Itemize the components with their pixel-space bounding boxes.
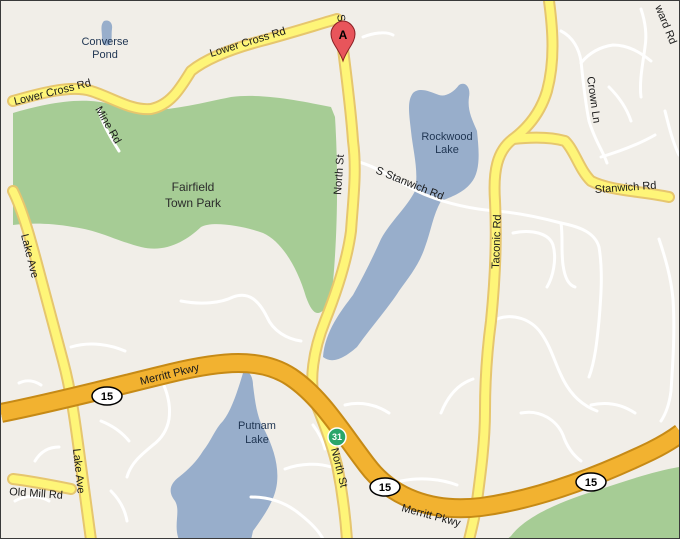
rockwood-lake [323,83,479,361]
svg-text:31: 31 [332,432,342,442]
putnam-lake-label-line2: Lake [245,434,269,446]
svg-text:15: 15 [585,477,597,489]
fairfield-town-park [13,95,338,313]
route-15-shield-left: 15 [91,386,123,406]
park-label-line1: Fairfield [172,180,215,194]
park-label-line2: Town Park [165,196,222,210]
park-patch-bottom-right [508,467,679,538]
converse-pond [101,20,113,46]
marker-label: A [339,28,348,42]
converse-pond-label-line2: Pond [92,49,118,61]
road-label-stanwich: Stanwich Rd [594,180,656,196]
road-label-lake-ave-bottom: Lake Ave [70,448,87,494]
marker-pin-icon[interactable] [330,20,356,63]
merritt-parkway [1,353,679,519]
road-label-north-st-top: North St [332,154,347,195]
main-roads [7,1,675,538]
route-31-marker: 31 [327,427,347,447]
converse-pond-label-line1: Converse [81,36,128,48]
rockwood-lake-label-line2: Lake [435,144,459,156]
svg-text:15: 15 [101,391,113,403]
location-marker-a[interactable]: A [330,20,356,63]
svg-text:15: 15 [379,482,391,494]
road-label-top-s: S [334,13,347,22]
rockwood-lake-label-line1: Rockwood [421,131,472,143]
route-15-shield-middle: 15 [369,477,401,497]
road-label-taconic: Taconic Rd [490,214,504,269]
route-15-shield-right: 15 [575,472,607,492]
road-label-old-mill: Old Mill Rd [9,486,64,502]
putnam-lake-label-line1: Putnam [238,420,276,432]
